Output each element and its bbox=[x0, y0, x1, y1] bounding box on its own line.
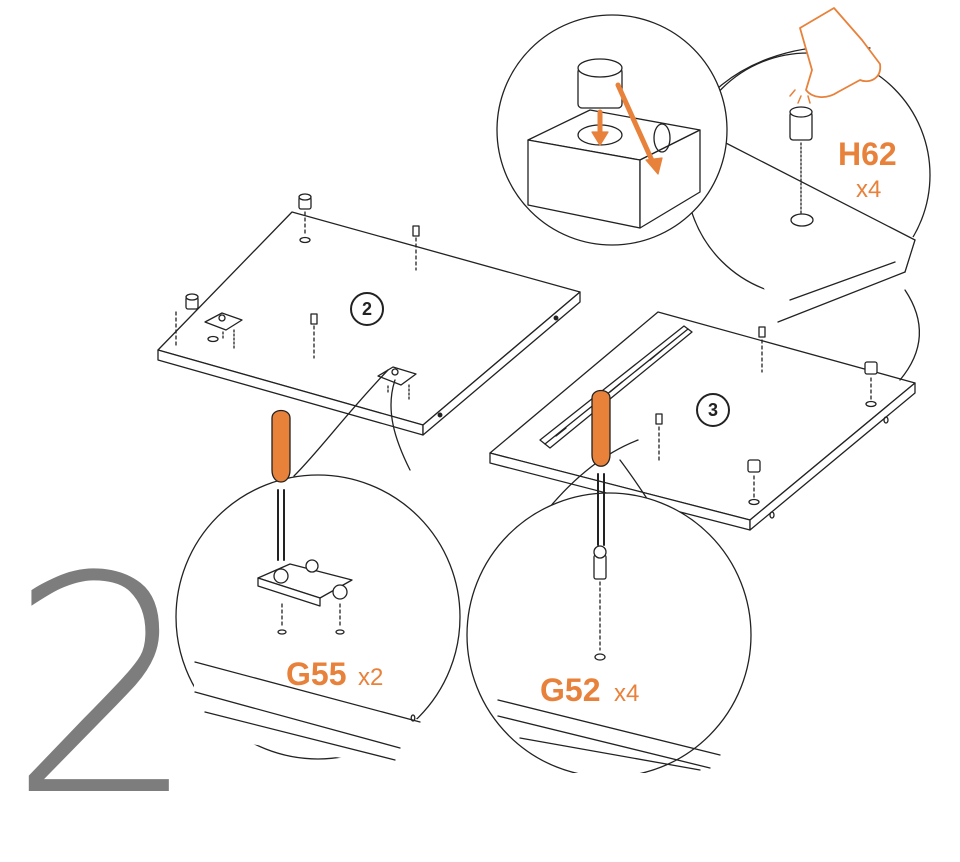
panel-2-badge: 2 bbox=[350, 292, 384, 326]
cam-part-qty: x4 bbox=[856, 176, 882, 203]
step-number: 2 bbox=[8, 513, 199, 862]
dowel-pin bbox=[655, 413, 663, 463]
cam-lock-fitting bbox=[298, 193, 312, 244]
cam-lock-fitting bbox=[747, 459, 761, 506]
assembly-diagram bbox=[157, 7, 931, 773]
screw-part-code: G52 bbox=[540, 672, 601, 708]
dowel-pin bbox=[310, 313, 318, 359]
screwdriver bbox=[591, 389, 611, 546]
drawer-runner bbox=[539, 325, 693, 449]
detail-circle-cam-rotation bbox=[496, 14, 728, 246]
screwdriver bbox=[271, 409, 291, 561]
detail-circle-screw bbox=[466, 439, 752, 773]
dowel-pin bbox=[412, 225, 420, 271]
dowel-pin bbox=[758, 326, 766, 373]
panel-3-badge: 3 bbox=[696, 393, 730, 427]
detail-circle-hinge bbox=[175, 369, 461, 770]
screw-part-qty: x4 bbox=[614, 680, 640, 707]
hand-pressing-icon bbox=[789, 7, 882, 104]
hinge-part-code: G55 bbox=[286, 656, 347, 692]
cam-lock-fitting bbox=[175, 293, 219, 347]
cam-part-code: H62 bbox=[838, 136, 897, 172]
detail-circle-cam bbox=[685, 45, 931, 381]
hinge-part-qty: x2 bbox=[358, 664, 384, 691]
cam-lock-fitting bbox=[864, 361, 878, 408]
hinge-plate bbox=[204, 312, 243, 349]
